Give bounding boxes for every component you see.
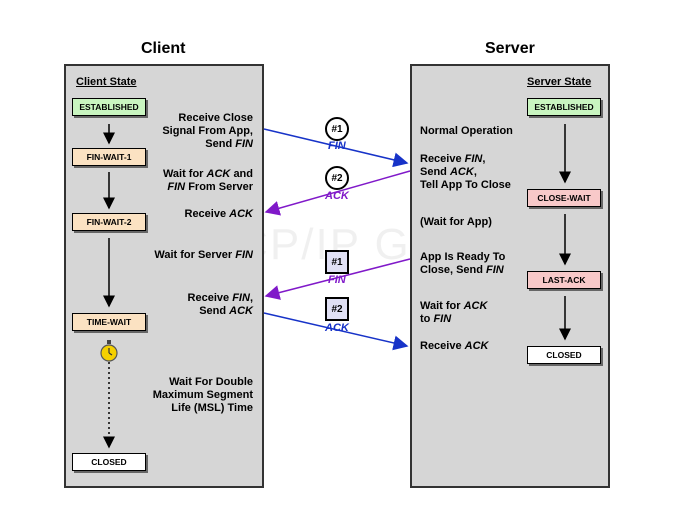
client-state-time-wait: TIME-WAIT	[72, 313, 146, 331]
message-2-number: #2	[325, 166, 349, 190]
client-label-wait-ack-fin: Wait for ACK and FIN From Server	[162, 168, 253, 193]
client-state-title: Client State	[76, 76, 137, 88]
client-state-established: ESTABLISHED	[72, 98, 146, 116]
client-label-wait-server-fin: Wait for Server FIN	[154, 249, 253, 261]
client-panel	[64, 64, 264, 488]
message-1-arrow	[263, 128, 409, 168]
client-label-receive-fin-send-ack: Receive FIN, Send ACK	[187, 292, 253, 317]
message-3-arrow	[264, 258, 411, 300]
server-state-last-ack: LAST-ACK	[527, 271, 601, 289]
server-state-close-wait: CLOSE-WAIT	[527, 189, 601, 207]
message-2-type: ACK	[325, 190, 349, 202]
client-label-receive-ack: Receive ACK	[184, 208, 254, 220]
client-state-fin-wait-2: FIN-WAIT-2	[72, 213, 146, 231]
message-3-number: #1	[325, 250, 349, 274]
server-label-app-ready: App Is Ready To Close, Send FIN	[420, 251, 506, 276]
message-2-arrow	[264, 170, 411, 216]
server-title: Server	[485, 40, 535, 57]
server-state-closed: CLOSED	[527, 346, 601, 364]
message-4-number: #2	[325, 297, 349, 321]
message-3-type: FIN	[328, 274, 346, 286]
server-state-established: ESTABLISHED	[527, 98, 601, 116]
client-label-wait-double-msl: Wait For Double Maximum Segment Life (MS…	[152, 376, 253, 414]
message-1-number: #1	[325, 117, 349, 141]
server-label-normal-operation: Normal Operation	[420, 125, 513, 137]
client-label-receive-close: Receive Close Signal From App, Send FIN	[162, 112, 253, 150]
server-label-receive-fin: Receive FIN, Send ACK, Tell App To Close	[420, 153, 511, 191]
client-title: Client	[141, 40, 186, 57]
client-state-closed: CLOSED	[72, 453, 146, 471]
message-4-type: ACK	[325, 322, 349, 334]
server-label-receive-ack: Receive ACK	[420, 340, 489, 352]
server-state-title: Server State	[527, 76, 592, 88]
message-4-arrow	[263, 312, 409, 351]
client-state-fin-wait-1: FIN-WAIT-1	[72, 148, 146, 166]
server-label-wait-ack: Wait for ACK to FIN	[420, 300, 488, 325]
message-1-type: FIN	[328, 140, 346, 152]
stopwatch-icon	[99, 340, 119, 362]
server-label-wait-for-app: (Wait for App)	[420, 216, 492, 228]
